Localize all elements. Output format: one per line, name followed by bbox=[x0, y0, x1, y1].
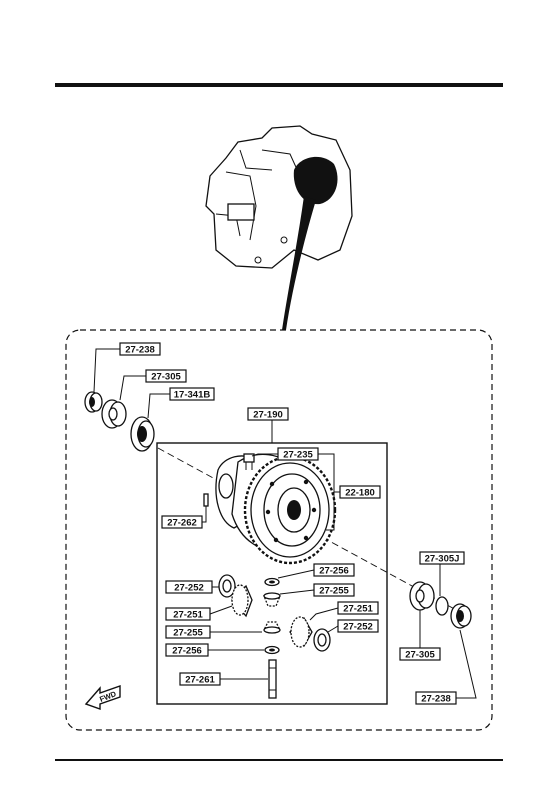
fwd-arrow-icon: FWD bbox=[84, 685, 121, 710]
callout-label: 27-190 bbox=[253, 410, 283, 421]
callout-22-180: 22-180 bbox=[339, 485, 381, 499]
callout-label: 27-261 bbox=[185, 675, 215, 686]
callout-27-256-a: 27-256 bbox=[313, 563, 355, 577]
bearing-right bbox=[409, 581, 435, 611]
ring-gear bbox=[243, 455, 337, 565]
callout-label: 27-305 bbox=[151, 372, 181, 383]
pinion-gear-top bbox=[263, 592, 281, 607]
detail-boundary bbox=[65, 329, 493, 731]
callout-27-235: 27-235 bbox=[277, 447, 319, 461]
side-gear-left bbox=[231, 584, 253, 618]
bottom-rule bbox=[55, 759, 503, 761]
pin bbox=[203, 493, 209, 507]
callout-27-261: 27-261 bbox=[179, 672, 221, 686]
callout-label: 27-252 bbox=[343, 622, 373, 633]
pinion-washer-bottom bbox=[264, 645, 280, 655]
callout-27-305J: 27-305J bbox=[419, 551, 465, 565]
callout-17-341B: 17-341B bbox=[169, 387, 215, 401]
callout-27-255-a: 27-255 bbox=[313, 583, 355, 597]
callout-label: 27-238 bbox=[421, 694, 451, 705]
callout-27-256-b: 27-256 bbox=[165, 643, 209, 657]
callout-27-238-top: 27-238 bbox=[119, 342, 161, 356]
callout-27-251-a: 27-251 bbox=[165, 607, 211, 621]
callout-27-262: 27-262 bbox=[161, 515, 203, 529]
callout-label: 27-256 bbox=[172, 646, 202, 657]
callout-label: 27-256 bbox=[319, 566, 349, 577]
adjustment-shim-right bbox=[435, 596, 449, 616]
top-rule bbox=[55, 83, 503, 87]
oil-seal-left bbox=[130, 416, 155, 452]
callout-27-305-bottom: 27-305 bbox=[399, 647, 441, 661]
leader-lines bbox=[93, 348, 477, 699]
callout-label: 27-235 bbox=[283, 450, 313, 461]
bearing-race-left bbox=[84, 391, 103, 413]
thrust-washer-left bbox=[218, 574, 236, 598]
pinion-gear-bottom bbox=[262, 621, 282, 634]
callout-label: 27-255 bbox=[319, 586, 349, 597]
callout-label: 27-305J bbox=[425, 554, 460, 565]
callout-27-252-b: 27-252 bbox=[337, 619, 379, 633]
callout-27-255-b: 27-255 bbox=[165, 625, 211, 639]
callout-27-305-top: 27-305 bbox=[145, 369, 187, 383]
differential-location-highlight bbox=[293, 156, 338, 205]
side-gear-right bbox=[289, 616, 313, 648]
callout-label: 27-255 bbox=[173, 628, 203, 639]
callout-label: 27-305 bbox=[405, 650, 435, 661]
pinion-washer-top bbox=[264, 577, 280, 587]
callout-27-252-a: 27-252 bbox=[165, 580, 213, 594]
callout-label: 27-251 bbox=[173, 610, 203, 621]
callout-label: 27-251 bbox=[343, 604, 373, 615]
callout-label: 27-262 bbox=[167, 518, 197, 529]
pointer-tail bbox=[282, 196, 316, 330]
bearing-left bbox=[101, 399, 127, 429]
callout-label: 27-238 bbox=[125, 345, 155, 356]
callout-label: 17-341B bbox=[174, 390, 211, 401]
callout-27-251-b: 27-251 bbox=[337, 601, 379, 615]
pinion-shaft bbox=[268, 659, 277, 699]
bearing-race-right bbox=[450, 603, 472, 629]
callout-label: 27-252 bbox=[174, 583, 204, 594]
callout-27-190: 27-190 bbox=[247, 407, 289, 421]
callout-label: 22-180 bbox=[345, 488, 375, 499]
ring-gear-bolt bbox=[243, 453, 255, 470]
callout-27-238-bottom: 27-238 bbox=[415, 691, 457, 705]
thrust-washer-right bbox=[313, 628, 331, 652]
